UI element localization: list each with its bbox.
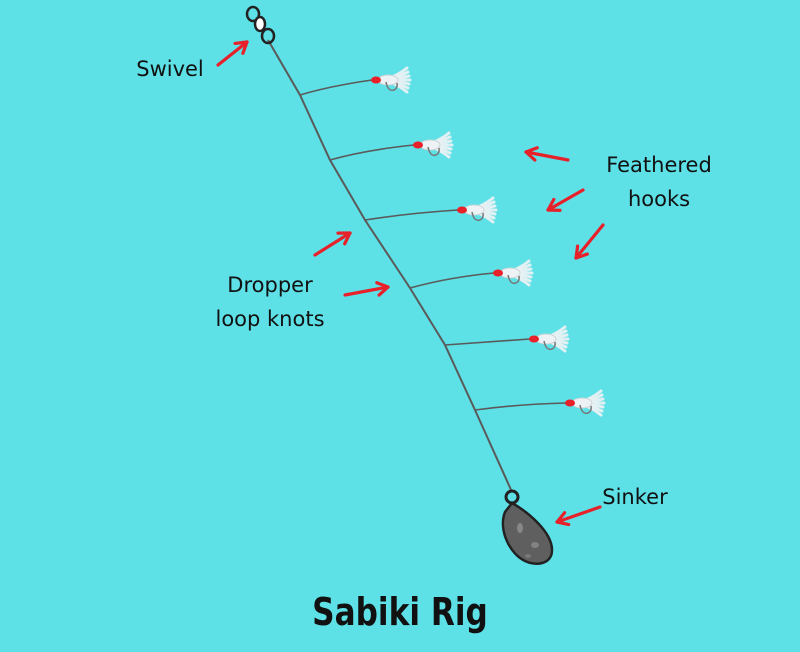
arrow-icon (546, 188, 585, 212)
sinker-icon (501, 489, 554, 565)
feathered-hooks-label: Feathered hooks (584, 148, 734, 216)
arrow-icon (313, 231, 352, 257)
dropper-label-line2: loop knots (215, 307, 325, 331)
diagram-title: Sabiki Rig (312, 590, 488, 634)
dropper-5 (444, 338, 531, 346)
dropper-4 (409, 272, 495, 289)
feathered-hook-icon (529, 325, 570, 353)
feathered-hook-icon (457, 196, 498, 224)
arrow-icon (574, 223, 605, 260)
feathered-hook-icon (565, 389, 606, 417)
feathered-hooks-label-line2: hooks (627, 187, 691, 211)
main-line (267, 39, 513, 493)
feathered-hook-icon (493, 259, 534, 287)
arrow-icon (216, 40, 249, 67)
sinker-label: Sinker (602, 485, 668, 509)
dropper-1 (299, 79, 373, 96)
dropper-6 (474, 402, 567, 411)
feathered-hooks-label-line1: Feathered (606, 153, 712, 177)
feathered-hook-icon (371, 66, 412, 94)
swivel-icon (245, 5, 276, 45)
arrows (216, 40, 605, 527)
dropper-label-line1: Dropper (227, 273, 313, 297)
arrow-icon (343, 281, 390, 297)
feathered-hook-icon (413, 131, 454, 159)
feathered-hooks (371, 66, 606, 417)
arrow-icon (524, 146, 570, 162)
dropper-loop-knots-label: Dropper loop knots (200, 268, 340, 336)
swivel-label: Swivel (136, 57, 204, 81)
dropper-3 (364, 209, 459, 221)
arrow-icon (555, 505, 602, 527)
dropper-2 (329, 144, 415, 161)
